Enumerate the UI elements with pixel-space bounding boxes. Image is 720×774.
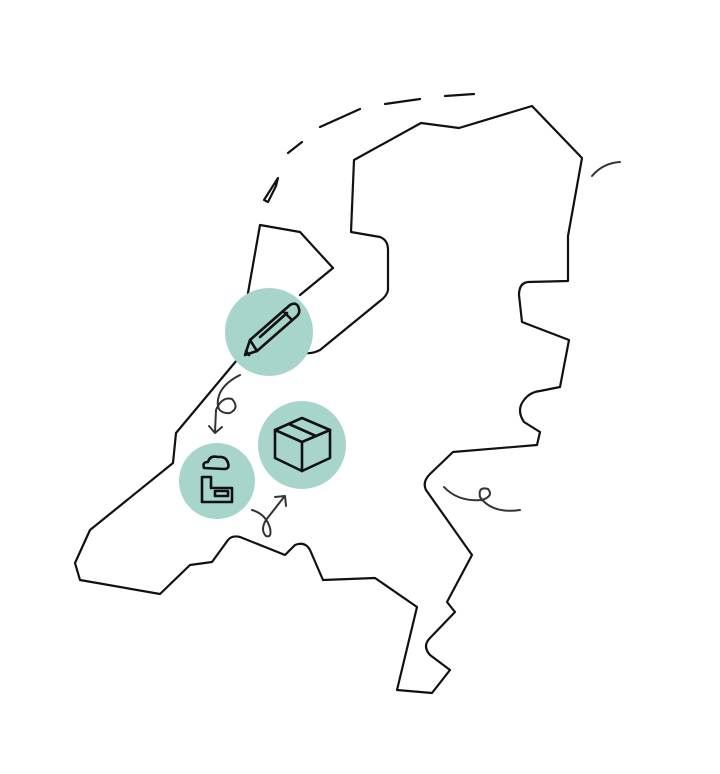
dashed-coast (262, 92, 476, 204)
box-badge (258, 401, 346, 489)
pencil-badge (225, 288, 313, 376)
river-squiggle (443, 486, 521, 512)
west-coast-outline (73, 104, 584, 695)
box-icon (273, 416, 332, 473)
pencil-icon (243, 302, 301, 357)
factory-icon (200, 455, 234, 504)
flow-arrow-pencil-to-factory (208, 374, 241, 434)
inland-coast (298, 266, 335, 297)
flow-arrow-factory-to-box (251, 495, 287, 538)
border-stub (591, 161, 621, 177)
factory-badge (179, 443, 255, 519)
